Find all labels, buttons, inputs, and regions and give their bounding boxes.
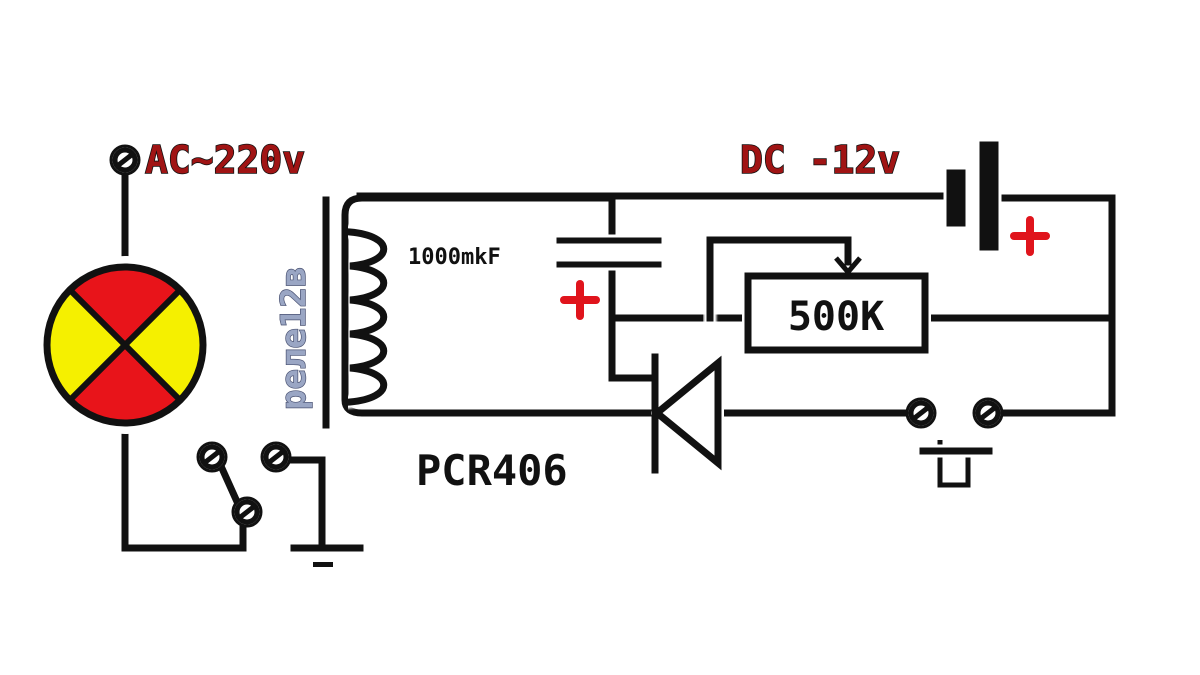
thyristor-icon: [648, 350, 724, 477]
resistor-label: 500K: [788, 294, 884, 340]
push-button-icon[interactable]: [907, 399, 1002, 492]
dc-supply-label: DC -12v: [740, 138, 900, 182]
ac-supply-label: AC~220v: [145, 138, 305, 182]
relay-label: реле12в: [274, 267, 314, 410]
ac-terminal-icon[interactable]: [111, 146, 139, 174]
lamp-cross-icon: [36, 256, 214, 434]
relay-coil-icon: [319, 191, 659, 432]
potentiometer-icon: [742, 256, 931, 356]
capacitor-icon: [553, 234, 665, 271]
relay-contact-terminal-left-icon[interactable]: [198, 443, 226, 471]
relay-contact-terminal-bottom-icon[interactable]: [233, 498, 261, 526]
relay-contact-terminal-right-icon[interactable]: [262, 443, 290, 471]
capacitor-plus-icon: [560, 280, 600, 320]
ground-icon: [287, 541, 367, 569]
battery-plus-icon: [1010, 216, 1050, 256]
dc-wiring: [353, 189, 1119, 420]
thyristor-label: PCR406: [416, 446, 568, 495]
battery-icon: [943, 138, 1002, 254]
capacitor-label: 1000mkF: [408, 245, 501, 270]
